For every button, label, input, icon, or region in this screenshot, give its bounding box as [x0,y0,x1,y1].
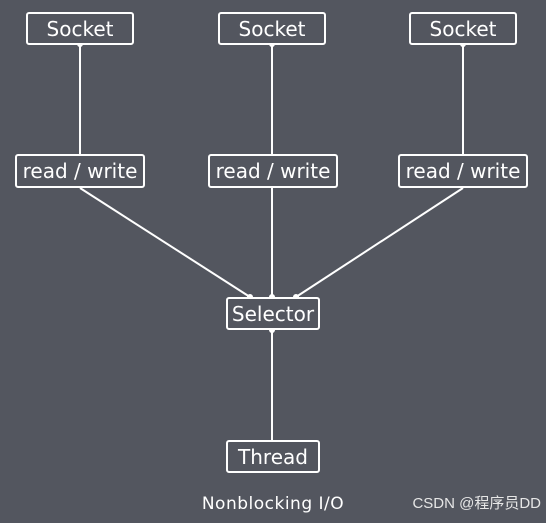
socket-node-left-label: Socket [46,16,114,41]
socket-node-right: Socket [409,12,517,45]
csdn-watermark: CSDN @程序员DD [412,495,541,512]
thread-node-label: Thread [238,444,308,469]
read-write-node-middle-label: read / write [215,159,331,183]
read-write-node-middle: read / write [208,154,338,188]
socket-node-right-label: Socket [429,16,497,41]
edge-rw-left-to-selector [79,187,251,298]
read-write-node-left-label: read / write [22,159,138,183]
read-write-node-right: read / write [398,154,528,188]
edge-rw-right-to-selector [295,187,464,298]
selector-node-label: Selector [231,301,315,326]
socket-node-middle: Socket [218,12,326,45]
socket-node-left: Socket [26,12,134,45]
read-write-node-left: read / write [15,154,145,188]
read-write-node-right-label: read / write [405,159,521,183]
thread-node: Thread [226,440,320,473]
selector-node: Selector [226,297,320,330]
diagram-caption: Nonblocking I/O [201,494,345,514]
socket-node-middle-label: Socket [238,16,306,41]
